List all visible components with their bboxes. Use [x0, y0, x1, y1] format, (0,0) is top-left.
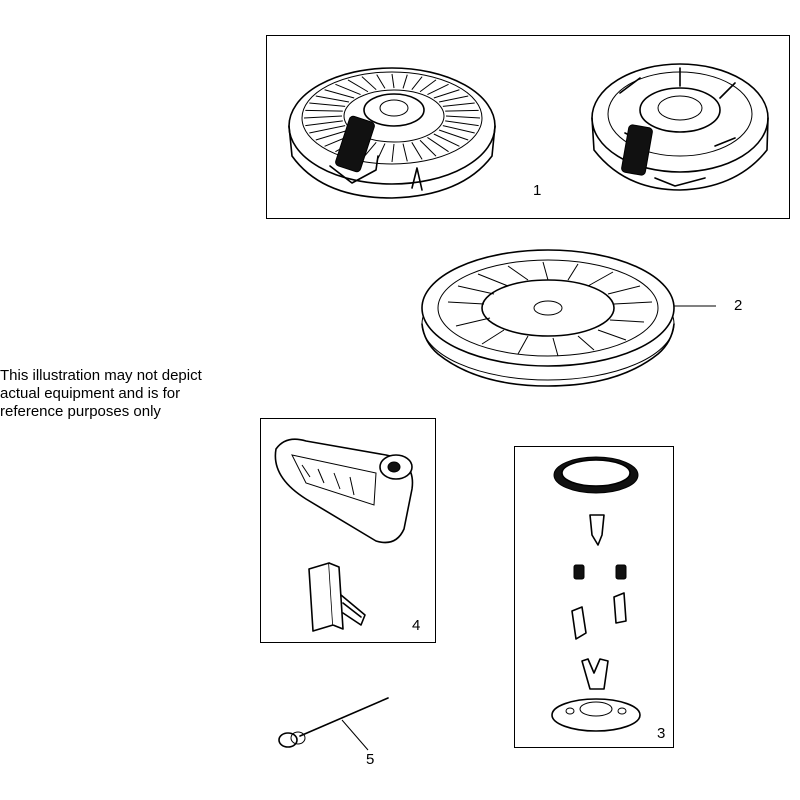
- housing-spoke: [419, 79, 437, 93]
- callout-part-1: 1: [533, 182, 542, 199]
- housing-spoke: [433, 133, 460, 147]
- starter-pulley-icon: [421, 249, 716, 387]
- housing-spoke: [427, 83, 449, 96]
- housing-spoke: [419, 139, 437, 157]
- housing-spoke: [433, 89, 460, 99]
- housing-spoke: [445, 109, 479, 112]
- housing-spoke: [305, 109, 343, 112]
- pawl-kit-exploded-icon: [551, 456, 641, 732]
- callout-part-2: 2: [734, 297, 743, 314]
- disclaimer-line-3: reference purposes only: [0, 403, 161, 420]
- part-4-box: 4: [260, 418, 436, 643]
- housing-spoke: [411, 142, 423, 160]
- housing-spoke: [442, 125, 475, 134]
- pulley-fins: [447, 261, 653, 357]
- housing-spoke: [402, 74, 408, 89]
- disclaimer-line-1: This illustration may not depict: [0, 367, 202, 384]
- housing-spoke: [402, 143, 408, 162]
- housing-spoke: [347, 79, 369, 93]
- part-1-box: 1: [266, 35, 790, 219]
- housing-spoke: [361, 76, 377, 91]
- disclaimer-line-2: actual equipment and is for: [0, 385, 181, 402]
- housing-spoke: [335, 83, 361, 96]
- callout-part-3: 3: [657, 725, 666, 742]
- housing-spoke: [445, 115, 481, 119]
- housing-spoke: [309, 125, 346, 134]
- housing-spoke: [391, 73, 395, 89]
- handle-insert-icon: [308, 562, 366, 632]
- part-3-box: 3: [514, 446, 674, 748]
- housing-spoke: [315, 95, 350, 103]
- housing-spoke: [376, 74, 386, 89]
- housing-spoke: [315, 129, 350, 141]
- housing-spoke: [445, 120, 479, 127]
- housing-spoke: [324, 89, 355, 99]
- housing-spoke: [438, 129, 469, 141]
- housing-spoke: [391, 143, 395, 163]
- housing-spoke: [442, 102, 475, 107]
- starter-handle-icon: [274, 438, 414, 544]
- callout-part-5: 5: [366, 751, 375, 768]
- housing-spoke: [411, 76, 423, 90]
- callout-part-4: 4: [412, 617, 421, 634]
- starter-rope-icon: [278, 697, 389, 751]
- housing-spoke: [305, 120, 343, 127]
- housing-spoke: [309, 102, 346, 107]
- recoil-starter-housing-front-icon: [288, 67, 496, 199]
- housing-spoke: [427, 137, 449, 153]
- housing-spoke: [303, 115, 343, 119]
- recoil-starter-housing-rear-icon: [591, 63, 769, 191]
- housing-spoke: [438, 95, 469, 103]
- disclaimer-note: This illustration may not depict actual …: [0, 367, 250, 421]
